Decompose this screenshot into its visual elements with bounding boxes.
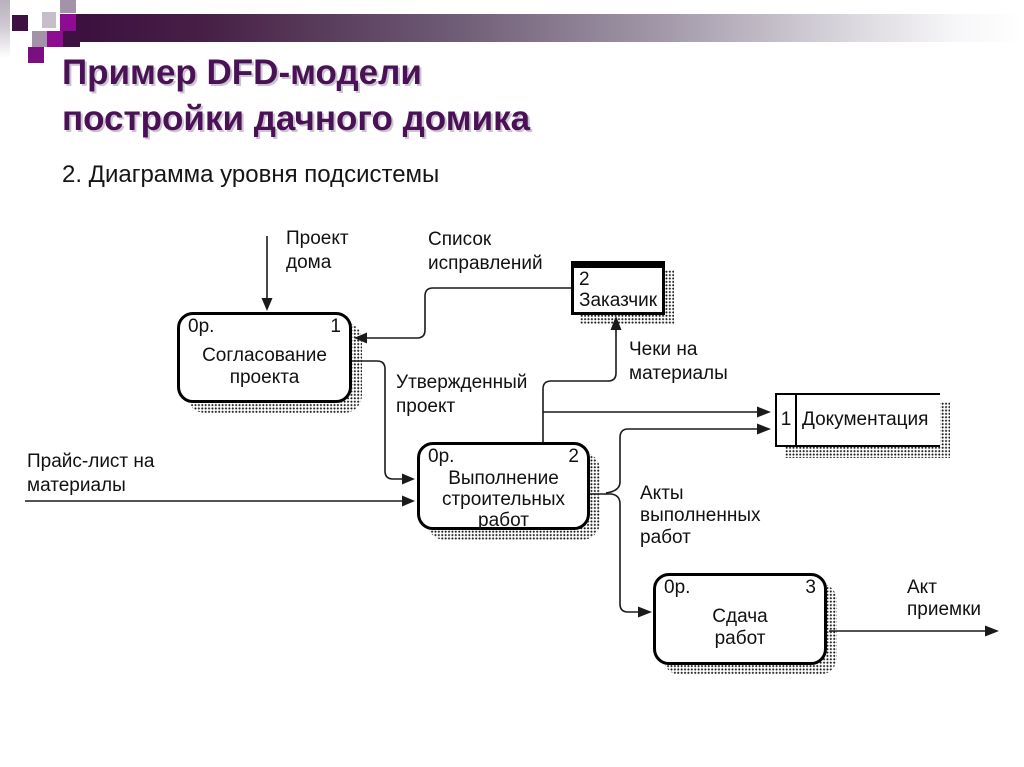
page-title: Пример DFD-модели постройки дачного доми… <box>62 53 531 138</box>
flow-label-acceptance-act: Акт приемки <box>907 577 982 620</box>
flow-acceptance-act-arrowhead <box>985 625 999 637</box>
process-node-number: 3 <box>805 577 816 598</box>
process-node-prefix: 0р. <box>664 577 691 598</box>
process-label: Сдача работ <box>712 606 768 649</box>
flow-price-list-arrowhead <box>402 495 415 507</box>
page-subtitle: 2. Диаграмма уровня подсистемы <box>62 161 440 188</box>
flow-material-receipts-arrowhead <box>610 316 622 330</box>
decor-square <box>42 12 56 28</box>
process-label: Согласование проекта <box>202 344 327 388</box>
flow-label-house-project: Проект дома <box>286 228 349 273</box>
external-entity-customer: 2 Заказчик <box>571 261 665 315</box>
flow-approved-project-line <box>352 360 402 480</box>
flow-to-store-2-line <box>605 428 757 494</box>
flow-label-material-receipts: Чеки на материалы <box>629 339 728 384</box>
decor-square <box>60 14 76 31</box>
process-node-number: 2 <box>568 446 579 467</box>
flow-to-store-2-arrowhead <box>757 423 771 435</box>
flow-label-completed-acts: Акты выполненных работ <box>640 483 761 548</box>
flow-completed-acts-line <box>590 493 638 613</box>
decor-square <box>60 0 76 13</box>
process-label: Выполнение строительных работ <box>441 468 565 531</box>
flow-house-project-arrowhead <box>261 298 273 311</box>
data-store-number: 1 <box>777 395 797 445</box>
decor-left-strip <box>0 0 10 58</box>
decor-square <box>12 15 28 31</box>
flow-material-receipts-line <box>542 330 617 442</box>
flow-label-approved-project: Утвержденный проект <box>396 372 528 417</box>
process-box-delivery: 0р. 3 Сдача работ <box>653 573 827 665</box>
decor-square <box>47 31 63 47</box>
external-entity-number: 2 <box>579 269 590 290</box>
decor-square <box>32 31 47 47</box>
decor-gradient-bar <box>63 14 1024 42</box>
flow-label-corrections-list: Список исправлений <box>428 229 543 274</box>
flow-corrections-list-line <box>367 287 571 339</box>
flow-completed-acts-arrowhead <box>638 606 652 618</box>
flow-corrections-list-arrowhead <box>354 332 367 344</box>
data-store-documentation: 1 Документация <box>775 393 940 447</box>
decor-square <box>28 47 44 63</box>
process-box-coordination: 0р. 1 Согласование проекта <box>177 312 352 403</box>
decor-square <box>63 31 80 47</box>
flow-approved-project-arrowhead <box>402 473 415 485</box>
flow-label-price-list: Прайс-лист на материалы <box>27 451 155 496</box>
process-node-number: 1 <box>330 316 341 337</box>
process-node-prefix: 0р. <box>188 316 215 337</box>
process-box-construction: 0р. 2 Выполнение строительных работ <box>417 442 590 531</box>
process-node-prefix: 0р. <box>428 446 455 467</box>
external-entity-label: Заказчик <box>579 290 658 311</box>
flow-to-store-1-arrowhead <box>757 406 771 418</box>
data-store-label: Документация <box>802 409 929 430</box>
